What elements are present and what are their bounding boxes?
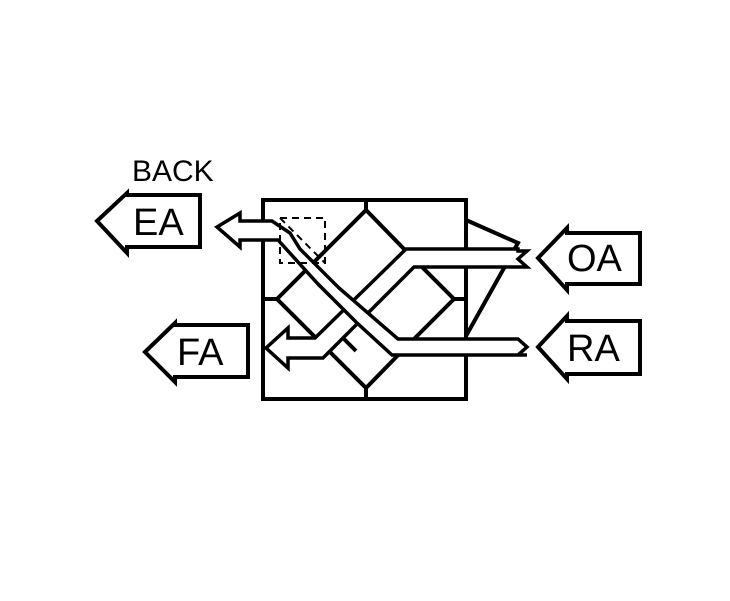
arrow-ra <box>535 310 642 385</box>
arrow-fa <box>142 318 250 387</box>
intake-hood <box>464 218 521 337</box>
bypass-damper <box>279 217 326 264</box>
arrow-ea <box>94 188 202 259</box>
oa-label: OA <box>567 238 623 280</box>
ra-label: RA <box>567 328 620 370</box>
ea-label: EA <box>133 202 184 244</box>
exhaust-air-path <box>214 209 530 357</box>
arrow-oa <box>535 223 642 296</box>
supply-air-path <box>263 247 532 372</box>
back-label: BACK <box>132 155 214 188</box>
fa-label: FA <box>177 332 224 374</box>
